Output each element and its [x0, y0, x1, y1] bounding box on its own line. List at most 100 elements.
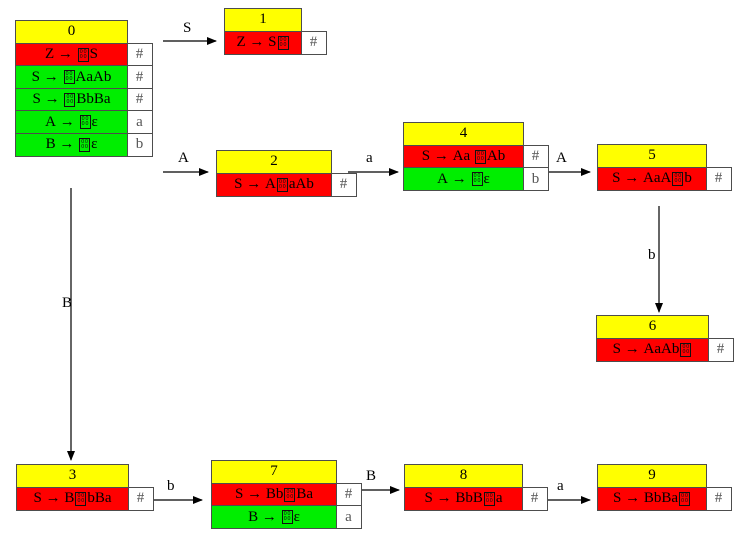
item-after-dot: BbBa	[76, 91, 111, 107]
item-lhs: Z	[236, 34, 246, 50]
lookahead-cell: #	[705, 486, 732, 511]
edge-label-b-3-7: b	[167, 478, 175, 494]
state-id-label: 9	[597, 464, 707, 488]
item-after-dot: ε	[293, 508, 300, 525]
edge-label-b-5-6: b	[648, 247, 656, 263]
item-lhs: S	[612, 341, 621, 357]
state-id-label: 7	[211, 460, 337, 484]
lookahead-list: #	[705, 486, 732, 511]
production-arrow-icon: →	[258, 508, 281, 525]
item-after-dot: b	[684, 170, 692, 186]
production-arrow-icon: →	[54, 46, 77, 62]
item-before-dot: Bb	[265, 486, 284, 502]
lookahead-cell: #	[705, 166, 732, 191]
lookahead-list: #	[127, 486, 154, 511]
production-arrow-icon: →	[621, 490, 644, 506]
lookahead-cell: #	[707, 337, 734, 362]
lookahead-list: #a	[335, 482, 362, 529]
edge-label-A-0-2: A	[178, 150, 189, 166]
production-arrow-icon: →	[620, 170, 643, 186]
state-id-label: 4	[403, 122, 524, 146]
item-after-dot: bBa	[87, 490, 112, 506]
production-arrow-icon: →	[430, 148, 453, 164]
production-arrow-icon: →	[243, 486, 266, 502]
state-id-label: 5	[597, 144, 707, 168]
item-after-dot: S	[89, 46, 98, 62]
state-id-label: 6	[596, 315, 709, 339]
item-after-dot: Ab	[486, 148, 506, 164]
lookahead-cell: b	[126, 132, 153, 157]
state-id-label: 1	[224, 8, 302, 32]
lookahead-cell: #	[335, 482, 362, 507]
lookahead-cell: #	[126, 42, 153, 67]
item-lhs: B	[248, 508, 259, 525]
edge-label-a-2-4: a	[366, 150, 373, 166]
production-arrow-icon: →	[448, 170, 471, 187]
production-arrow-icon: →	[55, 136, 79, 152]
state-id-label: 0	[15, 20, 128, 44]
item-after-dot: aAb	[288, 176, 314, 192]
item-lhs: S	[32, 91, 41, 107]
item-before-dot: AaA	[643, 170, 672, 186]
item-after-dot: ε	[91, 113, 98, 130]
lookahead-list: #	[705, 166, 732, 191]
lookahead-cell: a	[126, 110, 153, 134]
item-after-dot: ε	[91, 136, 98, 152]
production-arrow-icon: →	[56, 113, 79, 130]
lookahead-cell: b	[522, 167, 549, 191]
item-after-dot: ε	[483, 170, 490, 187]
item-lhs: B	[45, 136, 56, 152]
lookahead-cell: a	[335, 505, 362, 529]
item-lhs: S	[234, 486, 244, 502]
item-after-dot: a	[495, 490, 503, 506]
